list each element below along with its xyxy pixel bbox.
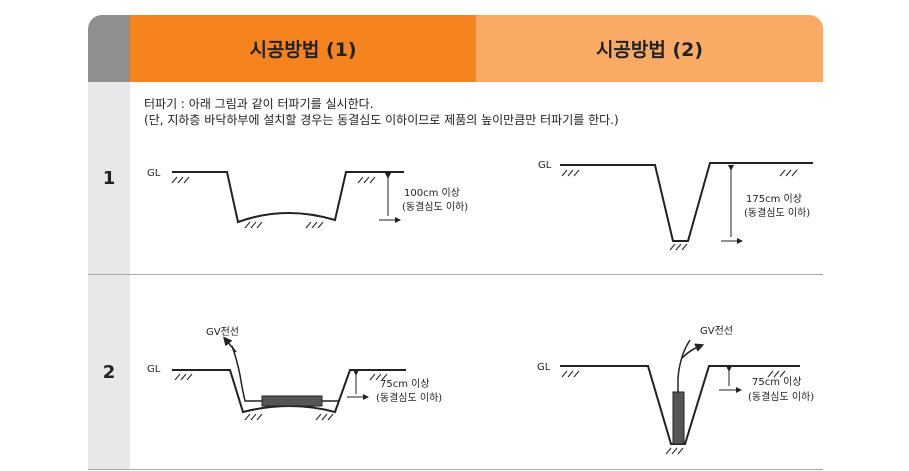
row-divider	[88, 274, 823, 275]
frost-label: (동결심도 이하)	[402, 200, 468, 213]
diagram-r2c1	[172, 336, 406, 421]
diagram-r1c2	[560, 162, 813, 251]
frost-label: (동결심도 이하)	[748, 390, 814, 403]
gl-label: GL	[538, 160, 552, 171]
header-method-2: 시공방법 (2)	[476, 15, 823, 82]
frost-label: (동결심도 이하)	[376, 391, 442, 404]
depth-label: 175cm 이상	[746, 193, 802, 205]
depth-label: 100cm 이상	[404, 187, 460, 199]
row-number-1: 1	[88, 82, 130, 274]
gl-label: GL	[147, 364, 161, 375]
gl-label: GL	[537, 362, 551, 373]
note-line-1: 터파기 : 아래 그림과 같이 터파기를 실시한다.	[144, 97, 374, 111]
gl-label: GL	[147, 168, 161, 179]
header-method-1: 시공방법 (1)	[130, 15, 476, 82]
depth-label: 75cm 이상	[752, 376, 802, 388]
diagram-r1c1	[171, 171, 404, 229]
row-number-2: 2	[88, 275, 130, 469]
diagram-r2c2	[560, 339, 800, 455]
table-bottom-border	[88, 469, 823, 470]
header-number-cell	[88, 15, 130, 82]
note-line-2: (단, 지하층 바닥하부에 설치할 경우는 동결심도 이하이므로 제품의 높이만…	[144, 113, 619, 127]
frost-label: (동결심도 이하)	[744, 206, 810, 219]
cable-label: GV전선	[206, 326, 239, 338]
cable-label: GV전선	[700, 325, 733, 337]
depth-label: 75cm 이상	[380, 378, 430, 390]
excavation-note: 터파기 : 아래 그림과 같이 터파기를 실시한다. (단, 지하층 바닥하부에…	[144, 96, 619, 128]
